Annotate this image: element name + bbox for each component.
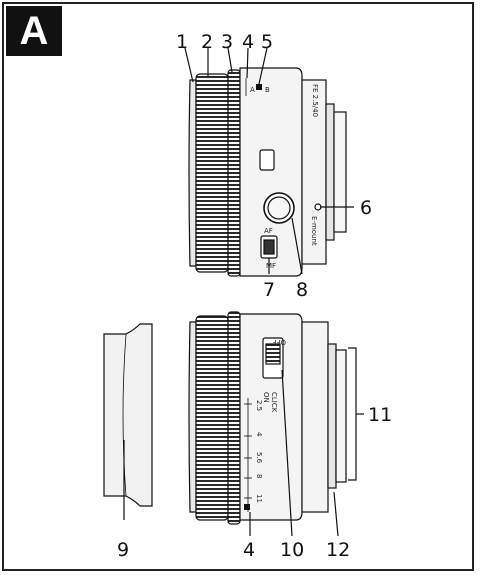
callout-3: 3 (221, 31, 233, 53)
lens-hood (103, 323, 153, 507)
hood-body (103, 323, 153, 507)
scale-4: 4 (255, 432, 263, 437)
scale-8: 8 (255, 474, 263, 478)
mark-a-label: A (250, 86, 255, 94)
aperture-mark-dot (256, 84, 262, 90)
callout-12: 12 (326, 539, 350, 561)
af-label: AF (264, 227, 273, 235)
scale-5-6: 5.6 (255, 452, 263, 464)
scale-2-5: 2.5 (255, 400, 263, 411)
callout-2: 2 (201, 31, 213, 53)
af-mf-switch-knob (263, 239, 275, 255)
callout-4: 4 (242, 31, 254, 53)
rear-body-b (301, 321, 329, 513)
callout-9: 9 (117, 539, 129, 561)
mount-label: E-mount (310, 216, 318, 246)
mount-bayonet (333, 111, 347, 233)
focus-ring-b (195, 315, 229, 521)
click-label: CLICK (270, 392, 278, 413)
mount-flange-b (327, 343, 337, 489)
lens-side-view-top (188, 67, 347, 277)
click-switch-knob (265, 343, 281, 365)
callout-7: 7 (263, 279, 275, 301)
mf-label: MF (266, 262, 276, 270)
callout-6: 6 (360, 197, 372, 219)
on-label: ON (262, 392, 270, 403)
front-rim-b (188, 321, 197, 513)
focus-ring (195, 73, 229, 273)
callout-11: 11 (368, 404, 392, 426)
callout-10: 10 (280, 539, 304, 561)
scale-11: 11 (255, 494, 263, 503)
mount-flange (325, 103, 335, 241)
lens-side-view-bottom (188, 311, 347, 525)
panel-label: A (6, 6, 62, 56)
lens-barrel (239, 67, 303, 277)
lens-release-button-inner (267, 196, 291, 220)
mount-bayonet-b (335, 349, 347, 483)
callout-8: 8 (296, 279, 308, 301)
mark-b-label: B (265, 86, 270, 94)
callout-4-bottom: 4 (243, 539, 255, 561)
model-label: FE 2.5/40 (311, 84, 319, 117)
indicator-window (259, 149, 275, 171)
leader-lines (123, 47, 364, 537)
callout-1: 1 (176, 31, 188, 53)
aperture-ring (227, 69, 241, 277)
off-label: OFF (272, 338, 286, 346)
aperture-ring-b (227, 311, 241, 525)
hood-curve (122, 333, 127, 497)
front-rim (188, 79, 197, 267)
callout-5: 5 (261, 31, 273, 53)
